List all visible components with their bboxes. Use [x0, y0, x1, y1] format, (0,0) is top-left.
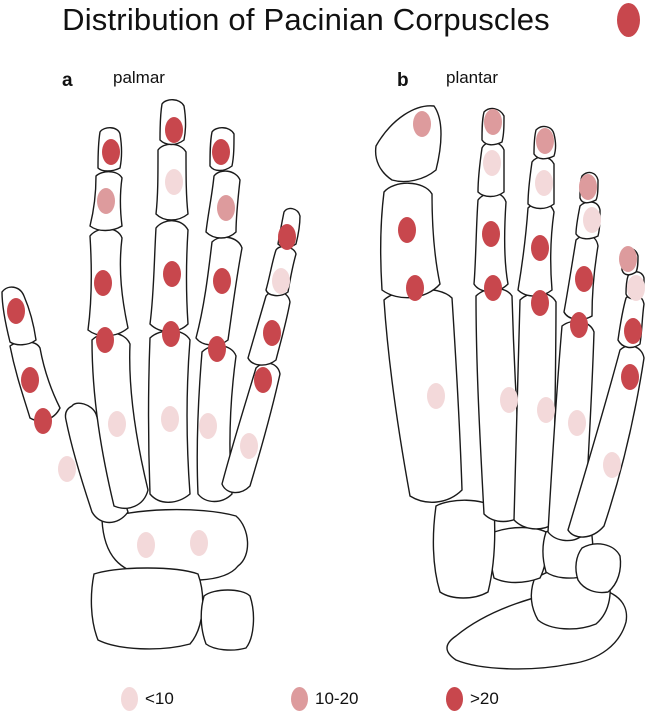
palmar-corpuscle-high-density-marker	[213, 268, 231, 294]
plantar-corpuscle-low-density-marker	[427, 383, 445, 409]
plantar-corpuscle-mid-density-marker	[484, 109, 502, 135]
plantar-corpuscle-mid-density-marker	[579, 174, 597, 200]
plantar-corpuscle-low-density-marker	[568, 410, 586, 436]
legend-swatch-low	[121, 687, 138, 711]
plantar-corpuscle-high-density-marker	[531, 235, 549, 261]
plantar-corpuscle-high-density-marker	[624, 318, 642, 344]
palmar-corpuscle-high-density-marker	[94, 270, 112, 296]
plantar-corpuscle-mid-density-marker	[619, 246, 637, 272]
panel-b-letter: b	[397, 70, 409, 91]
palmar-corpuscle-low-density-marker	[161, 406, 179, 432]
palmar-corpuscle-low-density-marker	[190, 530, 208, 556]
palmar-corpuscle-high-density-marker	[96, 327, 114, 353]
plantar-corpuscle-low-density-marker	[583, 207, 601, 233]
density-markers	[7, 109, 645, 558]
palmar-corpuscle-high-density-marker	[263, 320, 281, 346]
palmar-corpuscle-low-density-marker	[137, 532, 155, 558]
plantar-corpuscle-low-density-marker	[537, 397, 555, 423]
plantar-corpuscle-high-density-marker	[531, 290, 549, 316]
palmar-corpuscle-low-density-marker	[199, 413, 217, 439]
plantar-corpuscle-high-density-marker	[484, 275, 502, 301]
plantar-corpuscle-high-density-marker	[570, 312, 588, 338]
foot-metatarsal-1	[383, 288, 463, 503]
foot-metatarsal-5	[567, 345, 645, 538]
hand-radius-bone	[90, 567, 204, 650]
palmar-corpuscle-low-density-marker	[272, 268, 290, 294]
palmar-corpuscle-low-density-marker	[165, 169, 183, 195]
plantar-corpuscle-low-density-marker	[627, 275, 645, 301]
palmar-corpuscle-high-density-marker	[162, 321, 180, 347]
palmar-corpuscle-high-density-marker	[102, 139, 120, 165]
plantar-corpuscle-low-density-marker	[500, 387, 518, 413]
foot-cuboid	[575, 543, 622, 594]
panel-a-letter: a	[62, 70, 73, 91]
plantar-corpuscle-high-density-marker	[482, 221, 500, 247]
palmar-corpuscle-low-density-marker	[240, 433, 258, 459]
legend-label-high: >20	[470, 689, 499, 708]
palmar-corpuscle-high-density-marker	[165, 117, 183, 143]
legend-label-low: <10	[145, 689, 174, 708]
foot-navicular	[490, 526, 548, 584]
plantar-corpuscle-high-density-marker	[621, 364, 639, 390]
palmar-corpuscle-mid-density-marker	[97, 188, 115, 214]
legend-label-mid: 10-20	[315, 689, 359, 708]
plantar-corpuscle-high-density-marker	[406, 275, 424, 301]
foot-medial-cuneiform	[432, 499, 496, 599]
legend-swatch-high	[446, 687, 463, 711]
plantar-corpuscle-mid-density-marker	[413, 111, 431, 137]
title-high-density-marker	[617, 3, 640, 37]
panel-b-name: plantar	[446, 68, 498, 87]
plantar-corpuscle-high-density-marker	[575, 266, 593, 292]
palmar-corpuscle-high-density-marker	[254, 367, 272, 393]
palmar-corpuscle-low-density-marker	[58, 456, 76, 482]
palmar-corpuscle-high-density-marker	[208, 336, 226, 362]
palmar-corpuscle-high-density-marker	[212, 139, 230, 165]
plantar-corpuscle-low-density-marker	[603, 452, 621, 478]
hand-ulna-bone	[200, 589, 255, 651]
legend-swatch-mid	[291, 687, 308, 711]
palmar-corpuscle-high-density-marker	[21, 367, 39, 393]
palmar-corpuscle-high-density-marker	[278, 224, 296, 250]
plantar-corpuscle-low-density-marker	[483, 150, 501, 176]
hallux-distal-phalanx	[374, 105, 442, 183]
plantar-corpuscle-mid-density-marker	[536, 128, 554, 154]
palmar-corpuscle-high-density-marker	[163, 261, 181, 287]
palmar-corpuscle-high-density-marker	[34, 408, 52, 434]
plantar-corpuscle-high-density-marker	[398, 217, 416, 243]
little-metacarpal	[221, 362, 281, 494]
figure-title: Distribution of Pacinian Corpuscles	[62, 2, 550, 37]
panel-a-name: palmar	[113, 68, 165, 87]
palmar-corpuscle-high-density-marker	[7, 298, 25, 324]
palmar-corpuscle-low-density-marker	[108, 411, 126, 437]
palmar-corpuscle-mid-density-marker	[217, 195, 235, 221]
plantar-corpuscle-low-density-marker	[535, 170, 553, 196]
